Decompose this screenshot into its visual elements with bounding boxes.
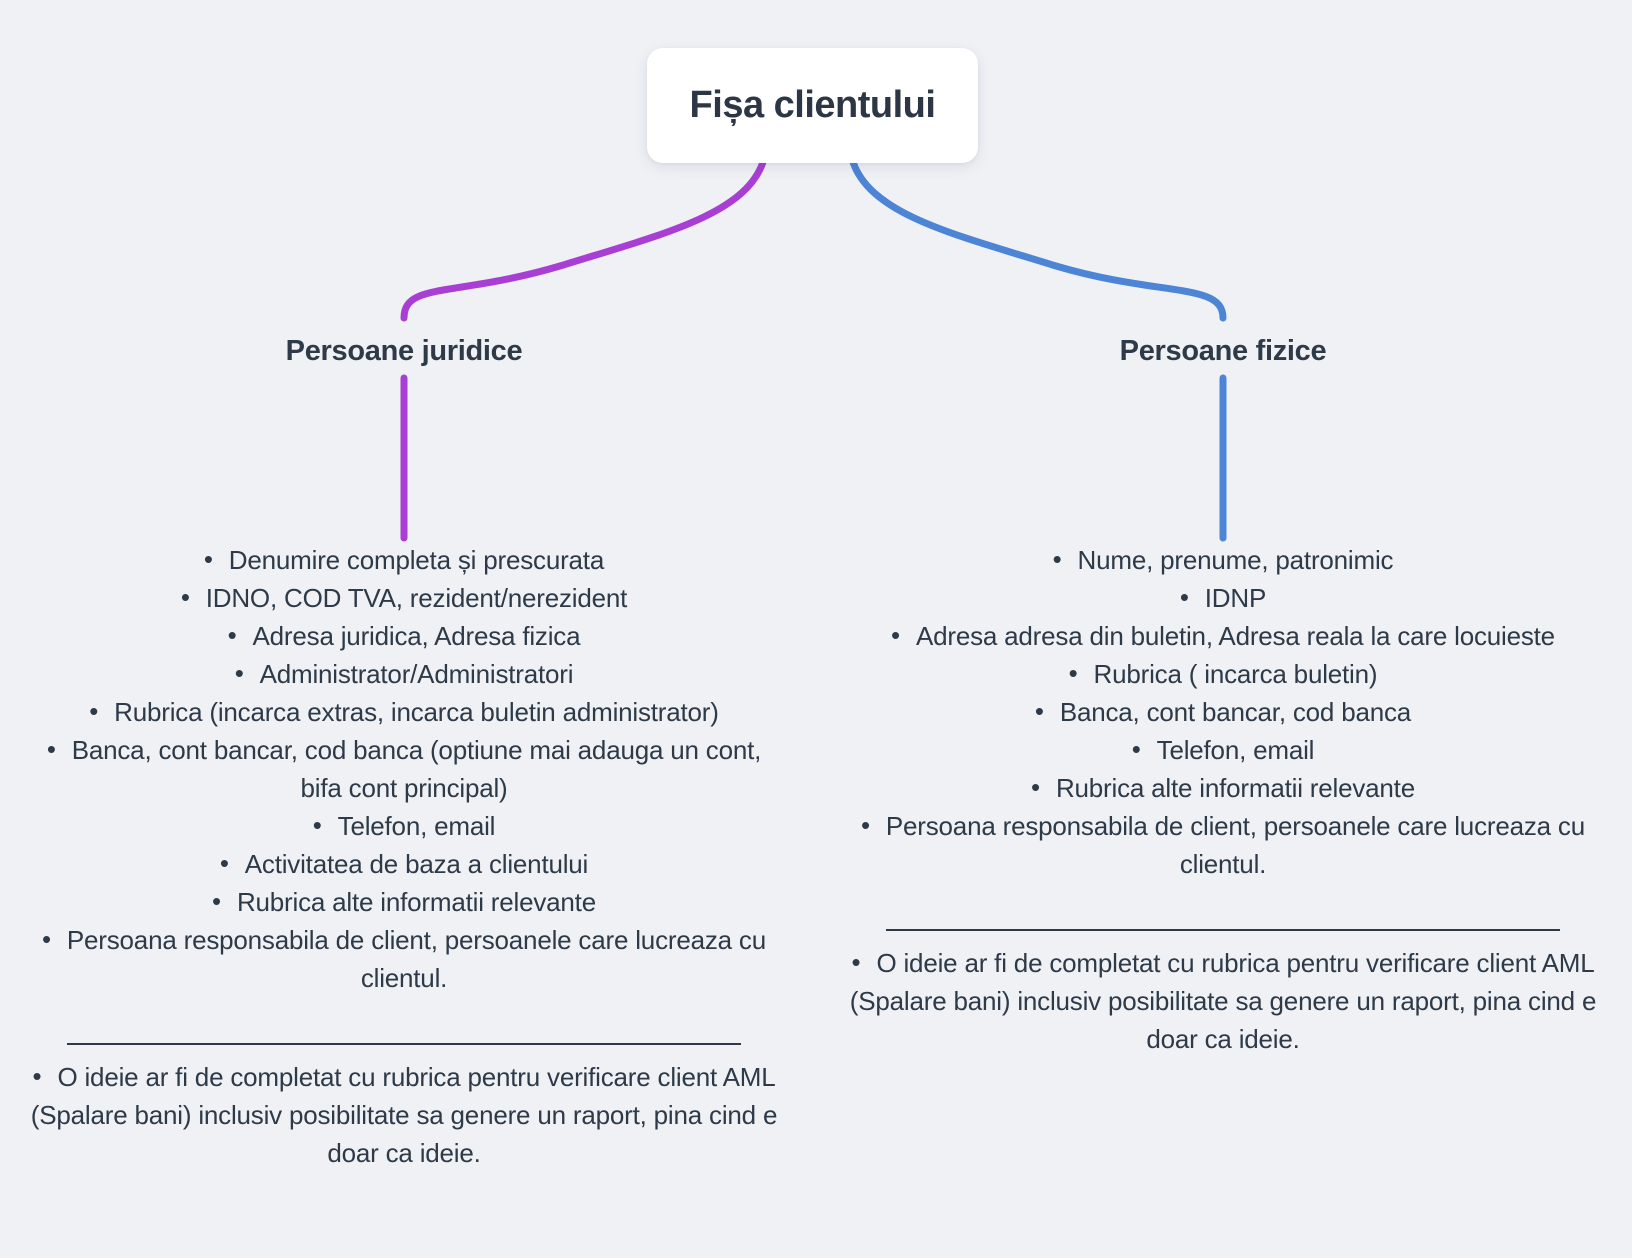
list-item: • Administrator/Administratori bbox=[29, 655, 779, 693]
bullet-icon: • bbox=[1052, 544, 1062, 574]
list-item: • Rubrica alte informatii relevante bbox=[848, 769, 1598, 807]
section-divider bbox=[67, 1043, 741, 1045]
branch-item-list: • Denumire completa și prescurata • IDNO, … bbox=[29, 541, 779, 997]
bullet-icon: • bbox=[227, 620, 237, 650]
list-item-text: Banca, cont bancar, cod banca (optiune m… bbox=[71, 735, 762, 803]
list-item-text: Banca, cont bancar, cod banca bbox=[1059, 697, 1412, 727]
root-node[interactable]: Fișa clientului bbox=[647, 48, 978, 163]
note-text: O ideie ar fi de completat cu rubrica pe… bbox=[849, 948, 1597, 1054]
bullet-icon: • bbox=[89, 696, 99, 726]
branch-curve-left bbox=[400, 158, 767, 322]
list-item: • IDNO, COD TVA, rezident/nerezident bbox=[29, 579, 779, 617]
list-item-text: Persoana responsabila de client, persoan… bbox=[885, 811, 1585, 879]
note-item: •O ideie ar fi de completat cu rubrica p… bbox=[29, 1058, 779, 1172]
bullet-icon: • bbox=[1131, 734, 1141, 764]
bullet-icon: • bbox=[180, 582, 190, 612]
list-item-text: Adresa juridica, Adresa fizica bbox=[252, 621, 581, 651]
list-item: • Activitatea de baza a clientului bbox=[29, 845, 779, 883]
list-item: • Rubrica (incarca extras, incarca buleti… bbox=[29, 693, 779, 731]
note-item: •O ideie ar fi de completat cu rubrica p… bbox=[848, 944, 1598, 1058]
bullet-icon: • bbox=[1031, 772, 1040, 802]
bullet-icon: • bbox=[212, 886, 221, 916]
list-item: • Banca, cont bancar, cod banca (optiune … bbox=[29, 731, 779, 807]
list-item-text: Rubrica ( incarca buletin) bbox=[1093, 659, 1378, 689]
list-item: • Nume, prenume, patronimic bbox=[848, 541, 1598, 579]
bullet-icon: • bbox=[203, 544, 213, 574]
bullet-icon: • bbox=[851, 947, 861, 977]
list-item: • Denumire completa și prescurata bbox=[29, 541, 779, 579]
list-item: • Telefon, email bbox=[848, 731, 1598, 769]
bullet-icon: • bbox=[219, 848, 229, 878]
list-item: • Adresa juridica, Adresa fizica bbox=[29, 617, 779, 655]
list-item-text: Telefon, email bbox=[337, 811, 496, 841]
branch-curve-right bbox=[849, 158, 1227, 322]
bullet-icon: • bbox=[32, 1061, 42, 1091]
list-item: • Persoana responsabila de client, persoa… bbox=[29, 921, 779, 997]
list-item: • Adresa adresa din buletin, Adresa reala… bbox=[848, 617, 1598, 655]
bullet-icon: • bbox=[860, 810, 870, 840]
list-item: • Rubrica alte informatii relevante bbox=[29, 883, 779, 921]
bullet-icon: • bbox=[312, 810, 322, 840]
section-divider bbox=[886, 929, 1560, 931]
branch-persoane-fizice: Persoane fizice • Nume, prenume, patronim… bbox=[848, 332, 1598, 1058]
bullet-icon: • bbox=[1179, 582, 1189, 612]
bullet-icon: • bbox=[891, 620, 900, 650]
list-item-text: Nume, prenume, patronimic bbox=[1077, 545, 1394, 575]
list-item: • Telefon, email bbox=[29, 807, 779, 845]
branch-item-list: • Nume, prenume, patronimic • IDNP • Adresa… bbox=[848, 541, 1598, 883]
list-item: • Persoana responsabila de client, persoa… bbox=[848, 807, 1598, 883]
bullet-icon: • bbox=[1034, 696, 1044, 726]
list-item-text: Persoana responsabila de client, persoan… bbox=[66, 925, 766, 993]
bullet-icon: • bbox=[41, 924, 51, 954]
branch-label[interactable]: Persoane juridice bbox=[285, 335, 523, 367]
list-item-text: Telefon, email bbox=[1156, 735, 1315, 765]
list-item: • Rubrica ( incarca buletin) bbox=[848, 655, 1598, 693]
branch-label[interactable]: Persoane fizice bbox=[1119, 335, 1327, 367]
list-item-text: Administrator/Administratori bbox=[259, 659, 574, 689]
branch-persoane-juridice: Persoane juridice • Denumire completa și … bbox=[29, 332, 779, 1172]
list-item-text: Rubrica (incarca extras, incarca buletin… bbox=[114, 697, 719, 727]
list-item-text: IDNO, COD TVA, rezident/nerezident bbox=[205, 583, 628, 613]
bullet-icon: • bbox=[234, 658, 244, 688]
bullet-icon: • bbox=[46, 734, 56, 764]
bullet-icon: • bbox=[1068, 658, 1078, 688]
list-item-text: Rubrica alte informatii relevante bbox=[1055, 773, 1415, 803]
list-item-text: IDNP bbox=[1204, 583, 1267, 613]
list-item-text: Denumire completa și prescurata bbox=[228, 545, 605, 575]
root-node-label: Fișa clientului bbox=[689, 84, 936, 126]
note-text: O ideie ar fi de completat cu rubrica pe… bbox=[30, 1062, 778, 1168]
list-item-text: Activitatea de baza a clientului bbox=[244, 849, 589, 879]
list-item-text: Rubrica alte informatii relevante bbox=[236, 887, 596, 917]
list-item: • IDNP bbox=[848, 579, 1598, 617]
list-item-text: Adresa adresa din buletin, Adresa reala … bbox=[915, 621, 1555, 651]
list-item: • Banca, cont bancar, cod banca bbox=[848, 693, 1598, 731]
